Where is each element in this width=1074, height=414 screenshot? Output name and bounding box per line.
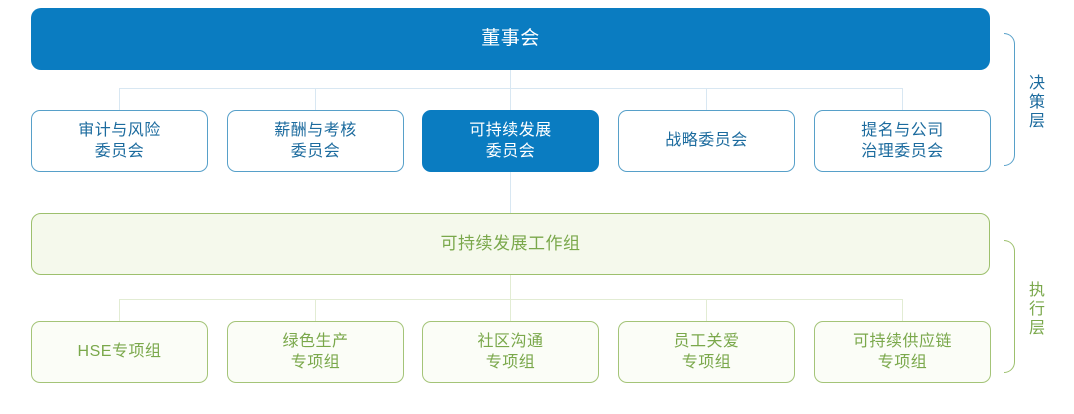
brace-decision-layer — [1004, 33, 1015, 166]
connector-team-drop-2 — [315, 299, 316, 321]
layer-label-decision: 决策层 — [1026, 74, 1043, 131]
connector-committee-drop-4 — [706, 88, 707, 110]
node-team-sustainable-supply-chain[interactable]: 可持续供应链 专项组 — [814, 321, 991, 383]
connector-committee-drop-5 — [902, 88, 903, 110]
node-team-community-communication[interactable]: 社区沟通 专项组 — [422, 321, 599, 383]
connector-workgroup-stem — [510, 275, 511, 299]
connector-team-drop-1 — [119, 299, 120, 321]
node-committee-strategy[interactable]: 战略委员会 — [618, 110, 795, 172]
node-committee-audit-risk[interactable]: 审计与风险 委员会 — [31, 110, 208, 172]
node-team-green-production[interactable]: 绿色生产 专项组 — [227, 321, 404, 383]
connector-committee-drop-2 — [315, 88, 316, 110]
connector-team-drop-3 — [510, 299, 511, 321]
node-sustainability-working-group[interactable]: 可持续发展工作组 — [31, 213, 990, 275]
connector-committee-to-workgroup — [510, 172, 511, 213]
node-team-hse[interactable]: HSE专项组 — [31, 321, 208, 383]
node-board-of-directors[interactable]: 董事会 — [31, 8, 990, 70]
connector-committee-drop-1 — [119, 88, 120, 110]
node-team-employee-care[interactable]: 员工关爱 专项组 — [618, 321, 795, 383]
connector-team-drop-5 — [902, 299, 903, 321]
node-committee-compensation-appraisal[interactable]: 薪酬与考核 委员会 — [227, 110, 404, 172]
connector-team-drop-4 — [706, 299, 707, 321]
connector-committee-drop-3 — [510, 88, 511, 110]
node-committee-nomination-governance[interactable]: 提名与公司 治理委员会 — [814, 110, 991, 172]
brace-execution-layer — [1004, 240, 1015, 373]
layer-label-execution: 执行层 — [1026, 281, 1043, 338]
node-committee-sustainable-development[interactable]: 可持续发展 委员会 — [422, 110, 599, 172]
connector-board-stem — [510, 70, 511, 88]
